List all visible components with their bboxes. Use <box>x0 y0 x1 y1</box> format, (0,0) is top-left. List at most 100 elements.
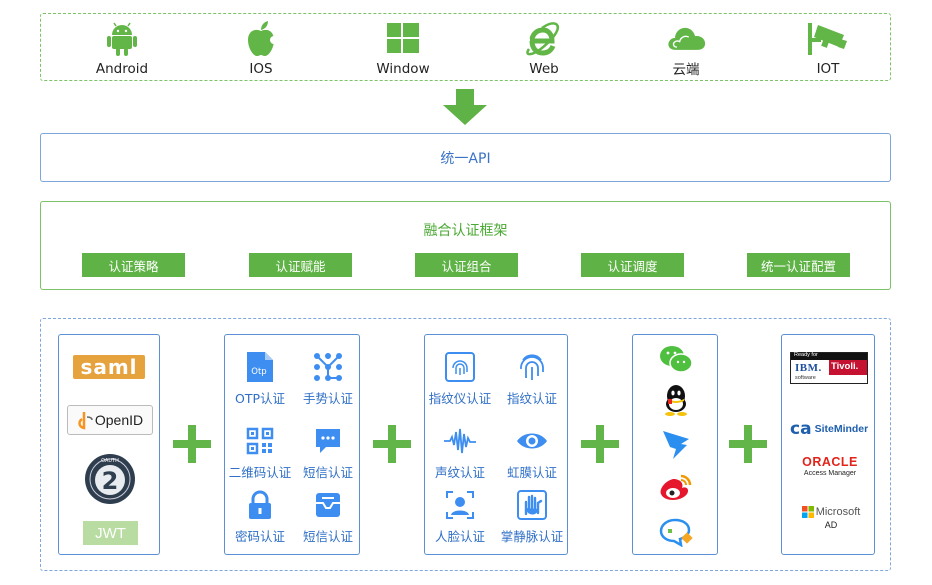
tivoli-text: Tivoli. <box>831 361 859 372</box>
fingerprint-icon <box>516 351 548 383</box>
iris-icon <box>516 425 548 457</box>
cloud-icon <box>666 20 706 55</box>
openid-text: OpenID <box>94 412 144 428</box>
auth-method-label: 短信认证 <box>302 529 353 544</box>
protocol-column: saml OpenID 2 OAUTH JWT <box>58 334 160 555</box>
jwt-logo: JWT <box>83 521 138 545</box>
siteminder-logo: ca SiteMinder <box>790 418 872 440</box>
auth-method-fingerprint: 指纹认证 <box>497 351 567 407</box>
ibm-tivoli-logo: Ready for IBM. Tivoli. software <box>790 352 868 384</box>
qrcode-icon <box>244 425 276 457</box>
auth-method-fingerprint-scanner: 指纹仪认证 <box>425 351 495 407</box>
face-icon <box>444 489 476 521</box>
framework-tag: 认证组合 <box>415 253 518 277</box>
auth-method-label: 密码认证 <box>234 529 285 544</box>
siteminder-text: SiteMinder <box>814 423 869 435</box>
palm-icon <box>516 489 548 521</box>
openid-logo: OpenID <box>67 405 153 435</box>
auth-method-qrcode: 二维码认证 <box>225 425 295 481</box>
auth-method-otp: Otp OTP认证 <box>225 351 295 407</box>
auth-method-label: 人脸认证 <box>434 529 485 544</box>
oauth-ring-text: OAUTH <box>101 458 119 464</box>
auth-method-sms: 短信认证 <box>293 425 363 481</box>
saml-logo: saml <box>73 355 145 379</box>
sms-icon <box>312 425 344 457</box>
platform-android: Android <box>77 20 167 78</box>
auth-method-label: 二维码认证 <box>228 465 292 480</box>
down-arrow-icon <box>443 89 487 125</box>
windows-icon <box>383 20 423 58</box>
camera-icon <box>808 20 848 58</box>
auth-framework-box: 融合认证框架 认证策略 认证赋能 认证组合 认证调度 统一认证配置 <box>40 201 891 290</box>
platform-iot: IOT <box>783 20 873 78</box>
otp-icon-text: Otp <box>251 367 266 377</box>
oauth2-number: 2 <box>102 467 119 495</box>
openid-icon <box>78 412 93 430</box>
gesture-icon <box>312 351 344 383</box>
biometric-column: 指纹仪认证 指纹认证 声纹认证 虹膜认证 <box>424 334 568 555</box>
framework-tag: 认证策略 <box>82 253 185 277</box>
ibm-text: IBM. <box>795 362 822 374</box>
android-icon <box>102 20 142 58</box>
plus-icon <box>173 425 211 463</box>
platform-label: IOS <box>249 61 273 77</box>
unified-api-box: 统一API <box>40 133 891 182</box>
qq-icon <box>659 383 693 417</box>
microsoft-icon <box>801 506 814 518</box>
auth-method-gesture: 手势认证 <box>293 351 363 407</box>
auth-method-voiceprint: 声纹认证 <box>425 425 495 481</box>
oracle-logo: ORACLE Access Manager <box>790 454 870 480</box>
platform-ios: IOS <box>216 20 306 78</box>
plus-icon <box>729 425 767 463</box>
oracle-text: ORACLE <box>802 455 858 469</box>
microsoft-text: Microsoft <box>815 506 861 518</box>
platform-label: 云端 <box>672 62 700 78</box>
platform-label: IOT <box>816 61 840 77</box>
auth-method-label: 指纹仪认证 <box>428 391 492 406</box>
auth-method-label: 短信认证 <box>302 465 353 480</box>
auth-method-label: 虹膜认证 <box>506 465 557 480</box>
platform-label: Window <box>376 61 430 77</box>
auth-method-label: 掌静脉认证 <box>500 529 564 544</box>
framework-tag: 认证赋能 <box>249 253 352 277</box>
voiceprint-icon <box>444 425 476 457</box>
platform-row: Android IOS Window <box>40 13 891 81</box>
auth-method-iris: 虹膜认证 <box>497 425 567 481</box>
plus-icon <box>373 425 411 463</box>
platform-web: Web <box>499 20 589 78</box>
framework-tag: 统一认证配置 <box>747 253 850 277</box>
platform-windows: Window <box>358 20 448 78</box>
oracle-sub-text: Access Manager <box>803 470 857 477</box>
auth-methods-container <box>40 318 891 571</box>
auth-method-label: OTP认证 <box>234 391 285 406</box>
microsoft-ad-logo: Microsoft AD <box>792 503 870 533</box>
platform-cloud: 云端 <box>641 20 731 78</box>
auth-method-face: 人脸认证 <box>425 489 495 545</box>
auth-method-label: 声纹认证 <box>434 465 485 480</box>
social-column <box>632 334 718 555</box>
auth-method-palm-vein: 掌静脉认证 <box>497 489 567 545</box>
enterprise-column: Ready for IBM. Tivoli. software ca SiteM… <box>781 334 875 555</box>
fingerprint-scanner-icon <box>444 351 476 383</box>
jwt-text: JWT <box>95 524 126 542</box>
ca-text: ca <box>790 419 812 439</box>
ad-text: AD <box>824 520 838 530</box>
lock-icon <box>244 489 276 521</box>
chat-icon <box>659 515 693 549</box>
ie-icon <box>524 20 564 58</box>
otp-icon: Otp <box>244 351 276 383</box>
apple-icon <box>241 20 281 58</box>
framework-tag: 认证调度 <box>581 253 684 277</box>
platform-label: Web <box>529 61 559 77</box>
dingtalk-icon <box>659 427 693 461</box>
oauth2-logo: 2 OAUTH <box>84 453 136 505</box>
message-box-icon <box>312 489 344 521</box>
unified-api-label: 统一API <box>440 150 491 167</box>
ibm-ready-text: Ready for <box>794 352 818 358</box>
basic-auth-column: Otp OTP认证 手势认证 <box>224 334 360 555</box>
saml-text: saml <box>80 355 138 379</box>
auth-method-sms-2: 短信认证 <box>293 489 363 545</box>
auth-method-label: 手势认证 <box>302 391 353 406</box>
auth-method-password: 密码认证 <box>225 489 295 545</box>
weibo-icon <box>659 471 693 505</box>
